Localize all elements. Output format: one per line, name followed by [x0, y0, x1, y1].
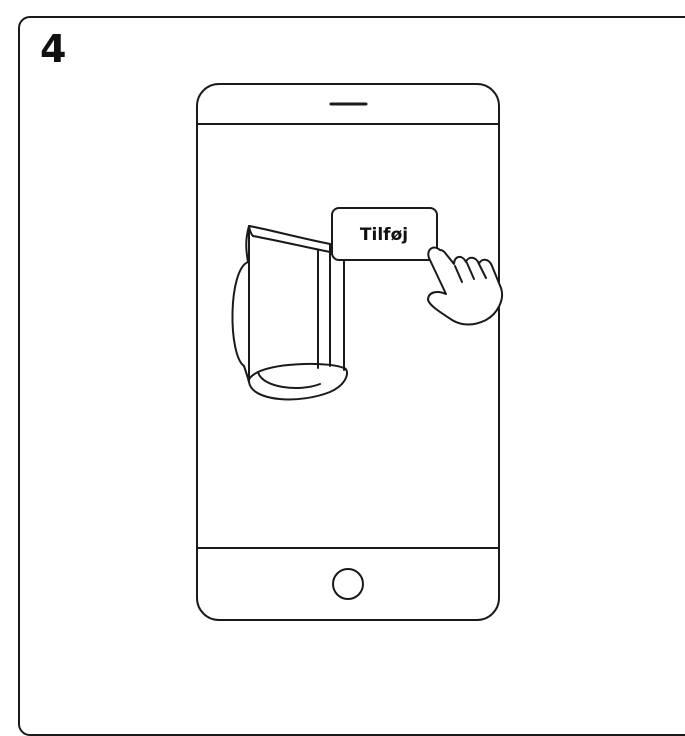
phone-frame	[196, 83, 500, 621]
step-number: 4	[40, 27, 67, 71]
tapping-hand-icon	[427, 246, 503, 326]
add-button-outline	[331, 207, 438, 261]
add-button-label: Tilføj	[360, 225, 408, 245]
smartphone-icon	[196, 83, 500, 621]
step-illustration: Tilføj	[196, 83, 503, 621]
blood-pressure-cuff-icon	[231, 225, 348, 401]
home-button-icon	[332, 568, 364, 600]
